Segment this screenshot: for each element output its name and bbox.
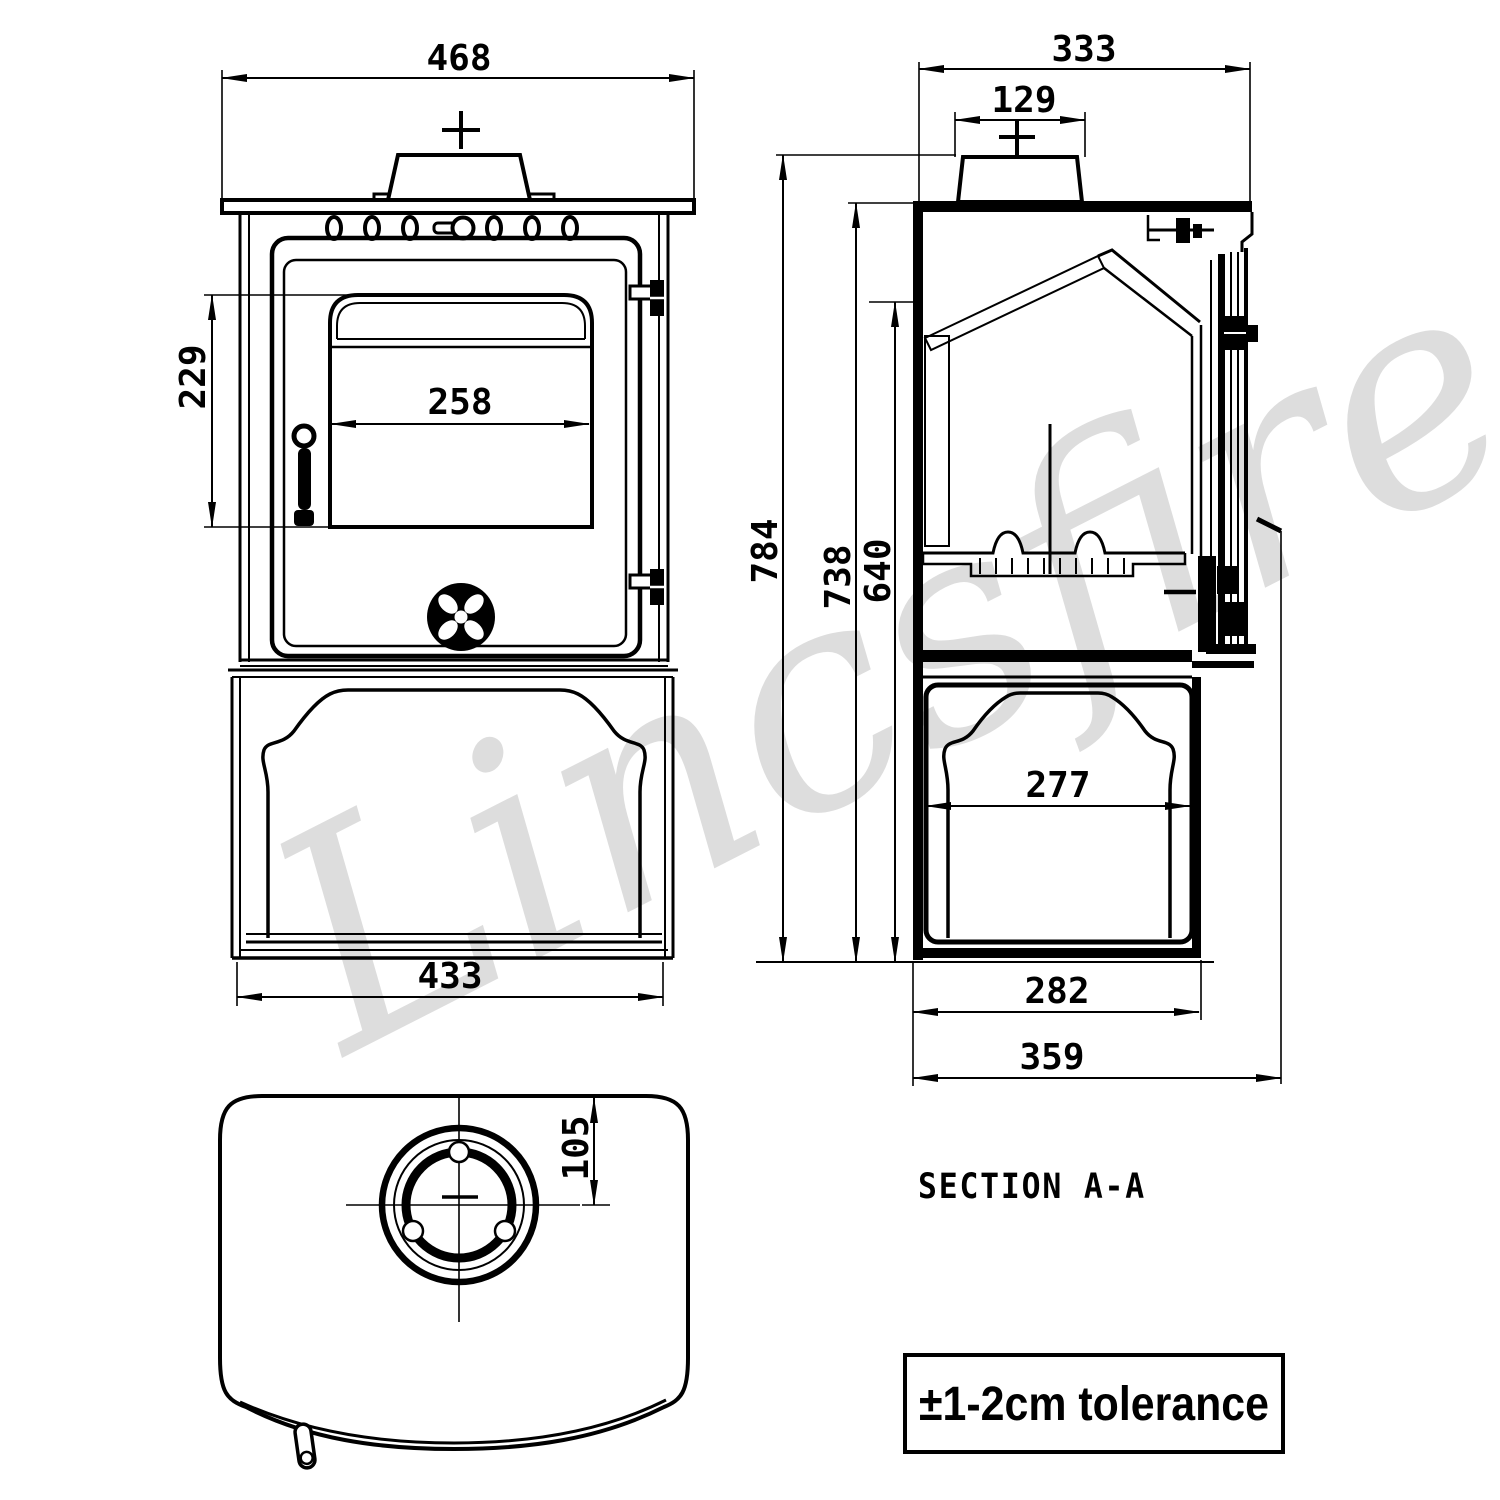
- door-hinge-bottom: [628, 569, 664, 605]
- door-handle-top-view: [293, 1422, 317, 1470]
- dim-overall-height: 784: [745, 518, 786, 583]
- tolerance-note: ±1-2cm tolerance: [903, 1353, 1285, 1454]
- dim-firebox-height: 640: [858, 538, 899, 603]
- stove-door: [269, 235, 643, 659]
- top-view: 105: [218, 1094, 690, 1470]
- front-view: 468: [173, 38, 696, 1006]
- baffle-plate: [923, 254, 1106, 352]
- flue-centre-mark-section: [999, 119, 1035, 155]
- door-hinge-top: [628, 280, 664, 316]
- fire-grate: [921, 424, 1187, 578]
- back-wall: [913, 201, 923, 960]
- dim-glass-width: 258: [427, 382, 492, 423]
- dim-body-height: 738: [818, 544, 859, 609]
- dim-flue-centre-offset: 105: [556, 1115, 597, 1180]
- dim-base-depth: 282: [1024, 971, 1089, 1012]
- top-plate-section: [915, 201, 1252, 212]
- flue-collar-front: [372, 153, 556, 203]
- watermark-text: Lincsfire: [216, 204, 1500, 1122]
- side-section-view: 333 129: [745, 29, 1283, 1086]
- dim-flue-width: 129: [991, 80, 1056, 121]
- door-handle: [291, 423, 317, 526]
- flue-centre-mark-front: [442, 111, 480, 149]
- dim-overall-depth: 359: [1019, 1037, 1084, 1078]
- tolerance-text: ±1-2cm tolerance: [919, 1378, 1269, 1431]
- dim-base-width: 433: [417, 956, 482, 997]
- firebox-floor: [916, 650, 1192, 662]
- door-section: [1146, 212, 1258, 654]
- top-view-outline: [218, 1094, 690, 1452]
- top-plate-front: [220, 198, 696, 215]
- door-glass: [328, 293, 594, 529]
- log-store-base-section: [920, 675, 1201, 958]
- flue-outlet-top: [378, 1124, 540, 1286]
- firebrick-liner: [924, 335, 950, 547]
- dim-glass-height: 229: [173, 344, 214, 409]
- door-latch: [1198, 556, 1216, 652]
- air-vent-holes: [325, 215, 579, 241]
- section-title: SECTION A-A: [918, 1167, 1146, 1207]
- dim-base-inner-depth: 277: [1025, 765, 1090, 806]
- dim-section-top-depth: 333: [1051, 29, 1116, 70]
- air-control-knob: [427, 583, 495, 651]
- flue-collar-section: [934, 155, 1106, 208]
- log-store-base-front: [228, 668, 678, 960]
- dim-front-top-width: 468: [426, 38, 491, 79]
